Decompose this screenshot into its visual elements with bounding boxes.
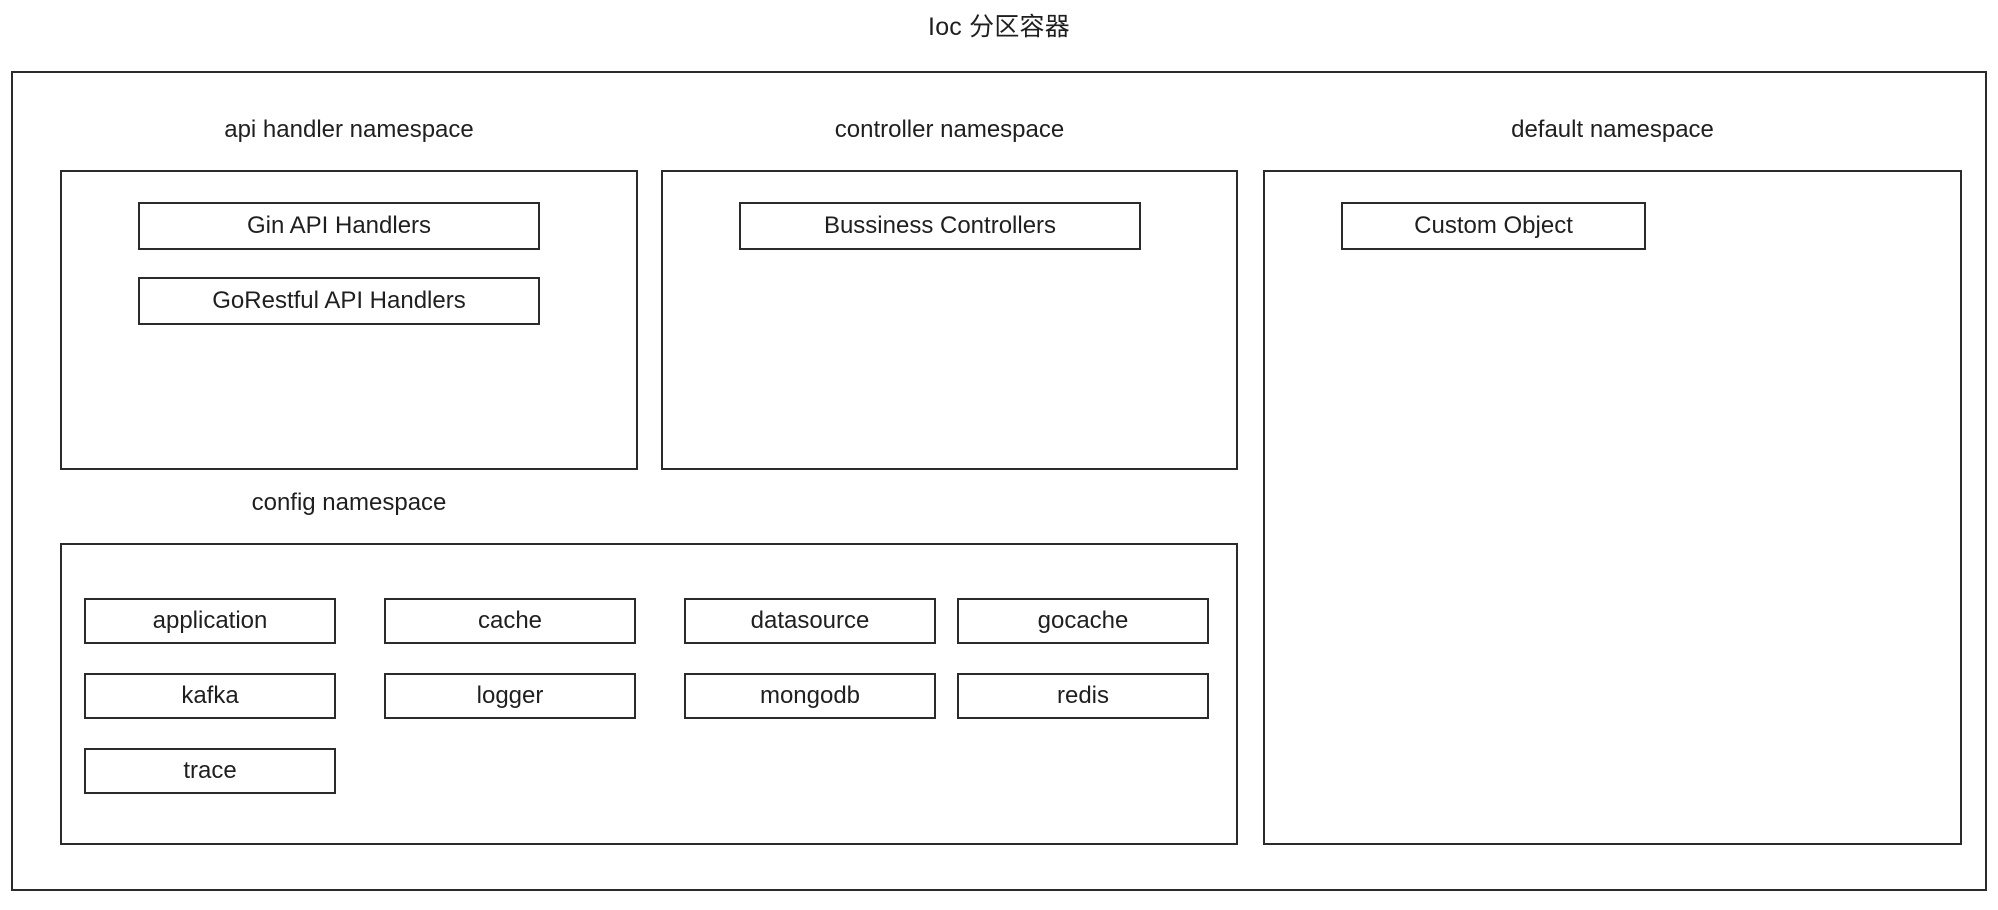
config-item-redis[interactable]: redis bbox=[957, 673, 1209, 719]
config-item-cache[interactable]: cache bbox=[384, 598, 636, 644]
namespace-label-api-handler: api handler namespace bbox=[224, 116, 474, 143]
namespace-label-controller: controller namespace bbox=[834, 116, 1065, 143]
component-custom-object[interactable]: Custom Object bbox=[1341, 202, 1646, 250]
config-item-kafka[interactable]: kafka bbox=[84, 673, 336, 719]
config-item-trace[interactable]: trace bbox=[84, 748, 336, 794]
component-bussiness-controllers[interactable]: Bussiness Controllers bbox=[739, 202, 1141, 250]
namespace-box-default: Custom Object bbox=[1263, 170, 1962, 845]
namespace-box-config: application cache datasource gocache kaf… bbox=[60, 543, 1238, 845]
config-item-datasource[interactable]: datasource bbox=[684, 598, 936, 644]
namespace-box-controller: Bussiness Controllers bbox=[661, 170, 1238, 470]
namespace-box-api-handler: Gin API Handlers GoRestful API Handlers bbox=[60, 170, 638, 470]
config-item-gocache[interactable]: gocache bbox=[957, 598, 1209, 644]
config-item-logger[interactable]: logger bbox=[384, 673, 636, 719]
component-gin-api-handlers[interactable]: Gin API Handlers bbox=[138, 202, 540, 250]
config-item-mongodb[interactable]: mongodb bbox=[684, 673, 936, 719]
namespace-label-default: default namespace bbox=[1511, 116, 1714, 143]
component-gorestful-api-handlers[interactable]: GoRestful API Handlers bbox=[138, 277, 540, 325]
namespace-label-config: config namespace bbox=[251, 489, 447, 516]
diagram-title: Ioc 分区容器 bbox=[928, 13, 1070, 41]
config-item-application[interactable]: application bbox=[84, 598, 336, 644]
